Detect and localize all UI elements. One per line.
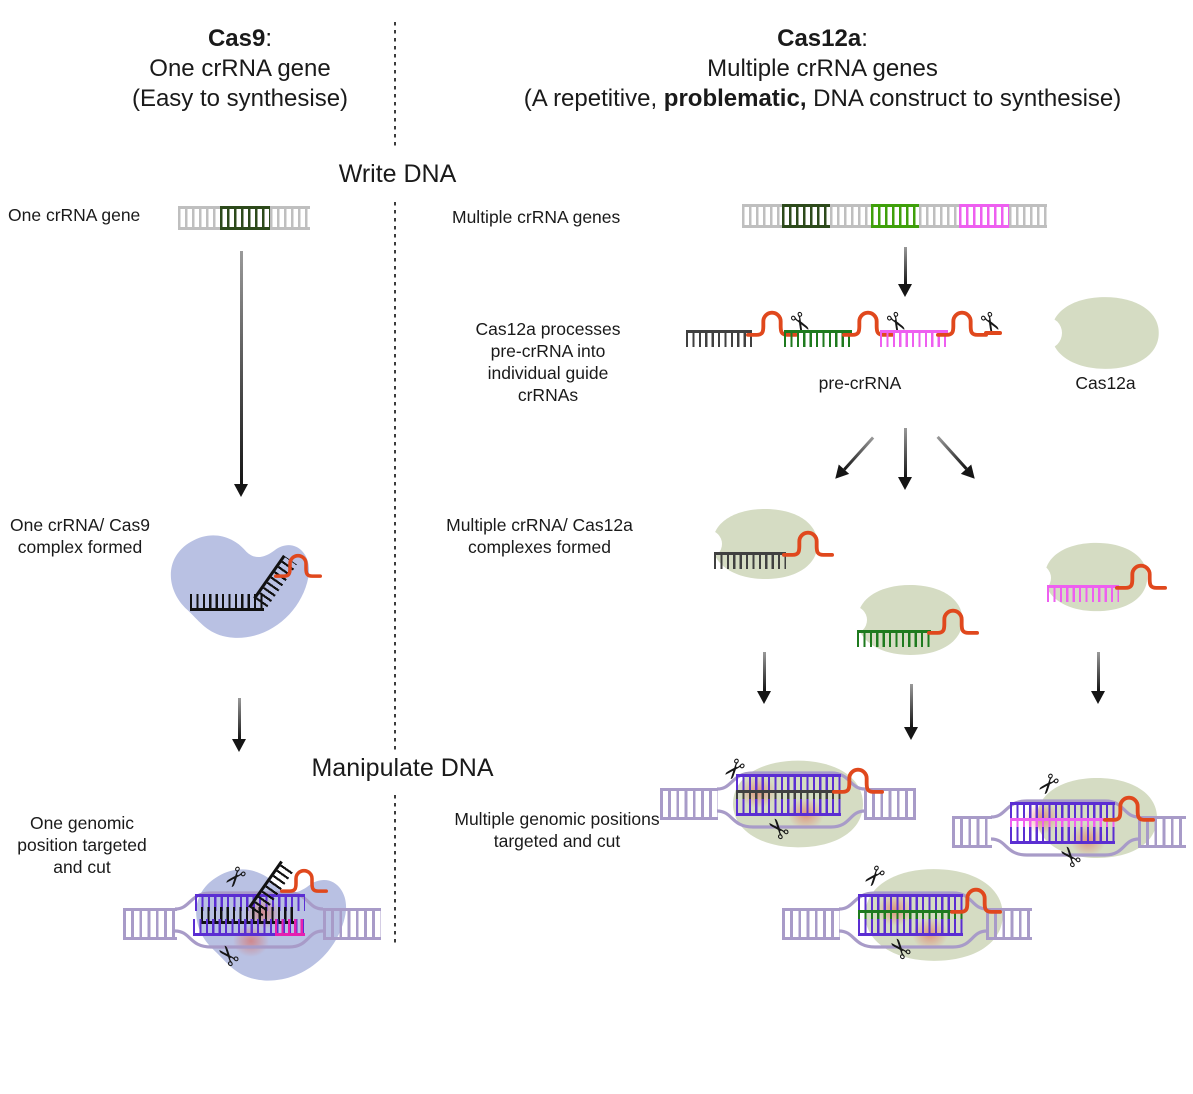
cas9-gene-construct [178, 206, 310, 230]
cas9-title-line: Cas9: [207, 25, 273, 52]
spacer-comb-1 [686, 330, 752, 347]
cas12a-genomic-cut-diagram-2: ✂ ✂ [782, 852, 1032, 987]
write-dna-heading: Write DNA [338, 160, 457, 188]
arrow-down-icon [231, 698, 247, 752]
cas12a-column-header: Cas12a: Multiple crRNA genes (A repetiti… [455, 24, 1190, 114]
crrna-hairpin-icon [950, 875, 1002, 916]
genomic-dna-ladder [1138, 816, 1186, 848]
one-complex-label: One crRNA/ Cas9 complex formed [9, 515, 151, 557]
crrna-hairpin-icon [832, 755, 884, 796]
dna-bubble [175, 891, 323, 949]
guide-comb [1047, 585, 1119, 602]
dna-segment-crrna-gene-2 [871, 204, 919, 228]
protein-notch [839, 606, 867, 634]
cas9-genomic-cut-diagram: ✂ ✂ [123, 845, 385, 995]
guide-comb [714, 552, 786, 569]
arrow-down-icon [829, 432, 878, 484]
arrow-down-icon [903, 684, 919, 740]
cas12a-processes-label: Cas12a processes pre-crRNA into individu… [475, 319, 621, 405]
genomic-dna-ladder [123, 908, 177, 940]
cas9-subtitle-2: (Easy to synthesise) [131, 85, 349, 112]
dna-segment-crrna-gene-1 [782, 204, 830, 228]
target-strand-comb [736, 774, 841, 791]
cas9-title: Cas9 [207, 25, 266, 52]
dna-bubble [716, 771, 866, 829]
guide-comb [857, 630, 931, 647]
crrna-hairpin-icon [1115, 551, 1167, 592]
target-strand-comb [1010, 802, 1115, 819]
cas12a-complex-diagram-1 [694, 496, 843, 596]
multiple-genomic-label: Multiple genomic positions targeted and … [454, 809, 660, 851]
spacer-comb-3 [880, 330, 948, 347]
arrow-down-icon [897, 247, 913, 297]
genomic-dna-ladder [323, 908, 381, 940]
protein-notch [1030, 317, 1062, 349]
pam-segment-comb [275, 919, 305, 936]
cas12a-genomic-cut-diagram-3: ✂ ✂ [948, 765, 1193, 885]
crrna-hairpin-icon [274, 542, 322, 580]
cas12a-title: Cas12a [777, 25, 862, 52]
dna-segment-crrna-gene-3 [959, 204, 1009, 228]
cas9-protein-blob [158, 516, 318, 648]
arrow-down-icon [1090, 652, 1106, 704]
arrow-down-icon [897, 428, 913, 490]
protein-notch [1023, 564, 1051, 592]
dna-segment-crrna-gene [220, 206, 270, 230]
dna-segment-gray [270, 206, 310, 230]
crrna-hairpin-icon [1103, 783, 1155, 824]
genomic-dna-ladder [952, 816, 992, 848]
cas12a-title-line: Cas12a: [777, 25, 868, 52]
multiple-complexes-label: Multiple crRNA/ Cas12a complexes formed [446, 515, 633, 557]
dna-segment-gray [919, 204, 959, 228]
target-strand-comb [858, 894, 963, 911]
cas12a-genomic-cut-diagram-1: ✂ ✂ [660, 750, 918, 870]
cas12a-subtitle-2: (A repetitive, problematic, DNA construc… [523, 85, 1122, 112]
arrow-down-icon [756, 652, 772, 704]
divider-line [394, 795, 396, 945]
cas12a-subtitle-1: Multiple crRNA genes [707, 55, 938, 82]
divider-line [394, 202, 396, 753]
pre-crrna-label: pre-crRNA [818, 373, 902, 393]
cas12a-protein-diagram [1030, 290, 1178, 382]
dna-bubble [990, 799, 1140, 857]
cas12a-complex-diagram-3 [1023, 533, 1175, 633]
genomic-dna-ladder [660, 788, 718, 820]
cas12a-complex-diagram-2 [839, 575, 988, 675]
dna-segment-gray [1009, 204, 1047, 228]
arrow-down-icon [233, 251, 249, 497]
one-crrna-gene-label: One crRNA gene [8, 205, 141, 225]
divider-line [394, 22, 396, 150]
crrna-hairpin-icon [927, 596, 979, 637]
spacer-comb-2 [784, 330, 852, 347]
pre-crrna-diagram: ✂ ✂ ✂ [684, 294, 1044, 354]
bottom-strand-comb [1010, 827, 1115, 844]
cas9-subtitle-1: One crRNA gene [149, 55, 331, 82]
manipulate-dna-heading: Manipulate DNA [311, 754, 494, 782]
cas12a-label: Cas12a [1075, 373, 1136, 393]
dna-segment-gray [830, 204, 871, 228]
bottom-strand-comb [736, 799, 841, 816]
genomic-dna-ladder [782, 908, 840, 940]
dna-bubble [838, 891, 988, 949]
dna-segment-gray [178, 206, 220, 230]
one-genomic-label: One genomic position targeted and cut [17, 813, 147, 877]
cas9-complex-diagram [158, 506, 328, 666]
cas12a-gene-construct [742, 204, 1047, 228]
multiple-crrna-genes-label: Multiple crRNA genes [452, 207, 621, 227]
crrna-hairpin-icon [782, 518, 834, 559]
guide-comb [190, 594, 264, 611]
cas9-column-header: Cas9: One crRNA gene (Easy to synthesise… [40, 24, 440, 114]
dna-segment-gray [742, 204, 782, 228]
crrna-hairpin-icon [280, 857, 328, 895]
bottom-strand-comb [858, 919, 963, 936]
crrna-tail [984, 331, 1002, 335]
arrow-down-icon [931, 432, 980, 484]
